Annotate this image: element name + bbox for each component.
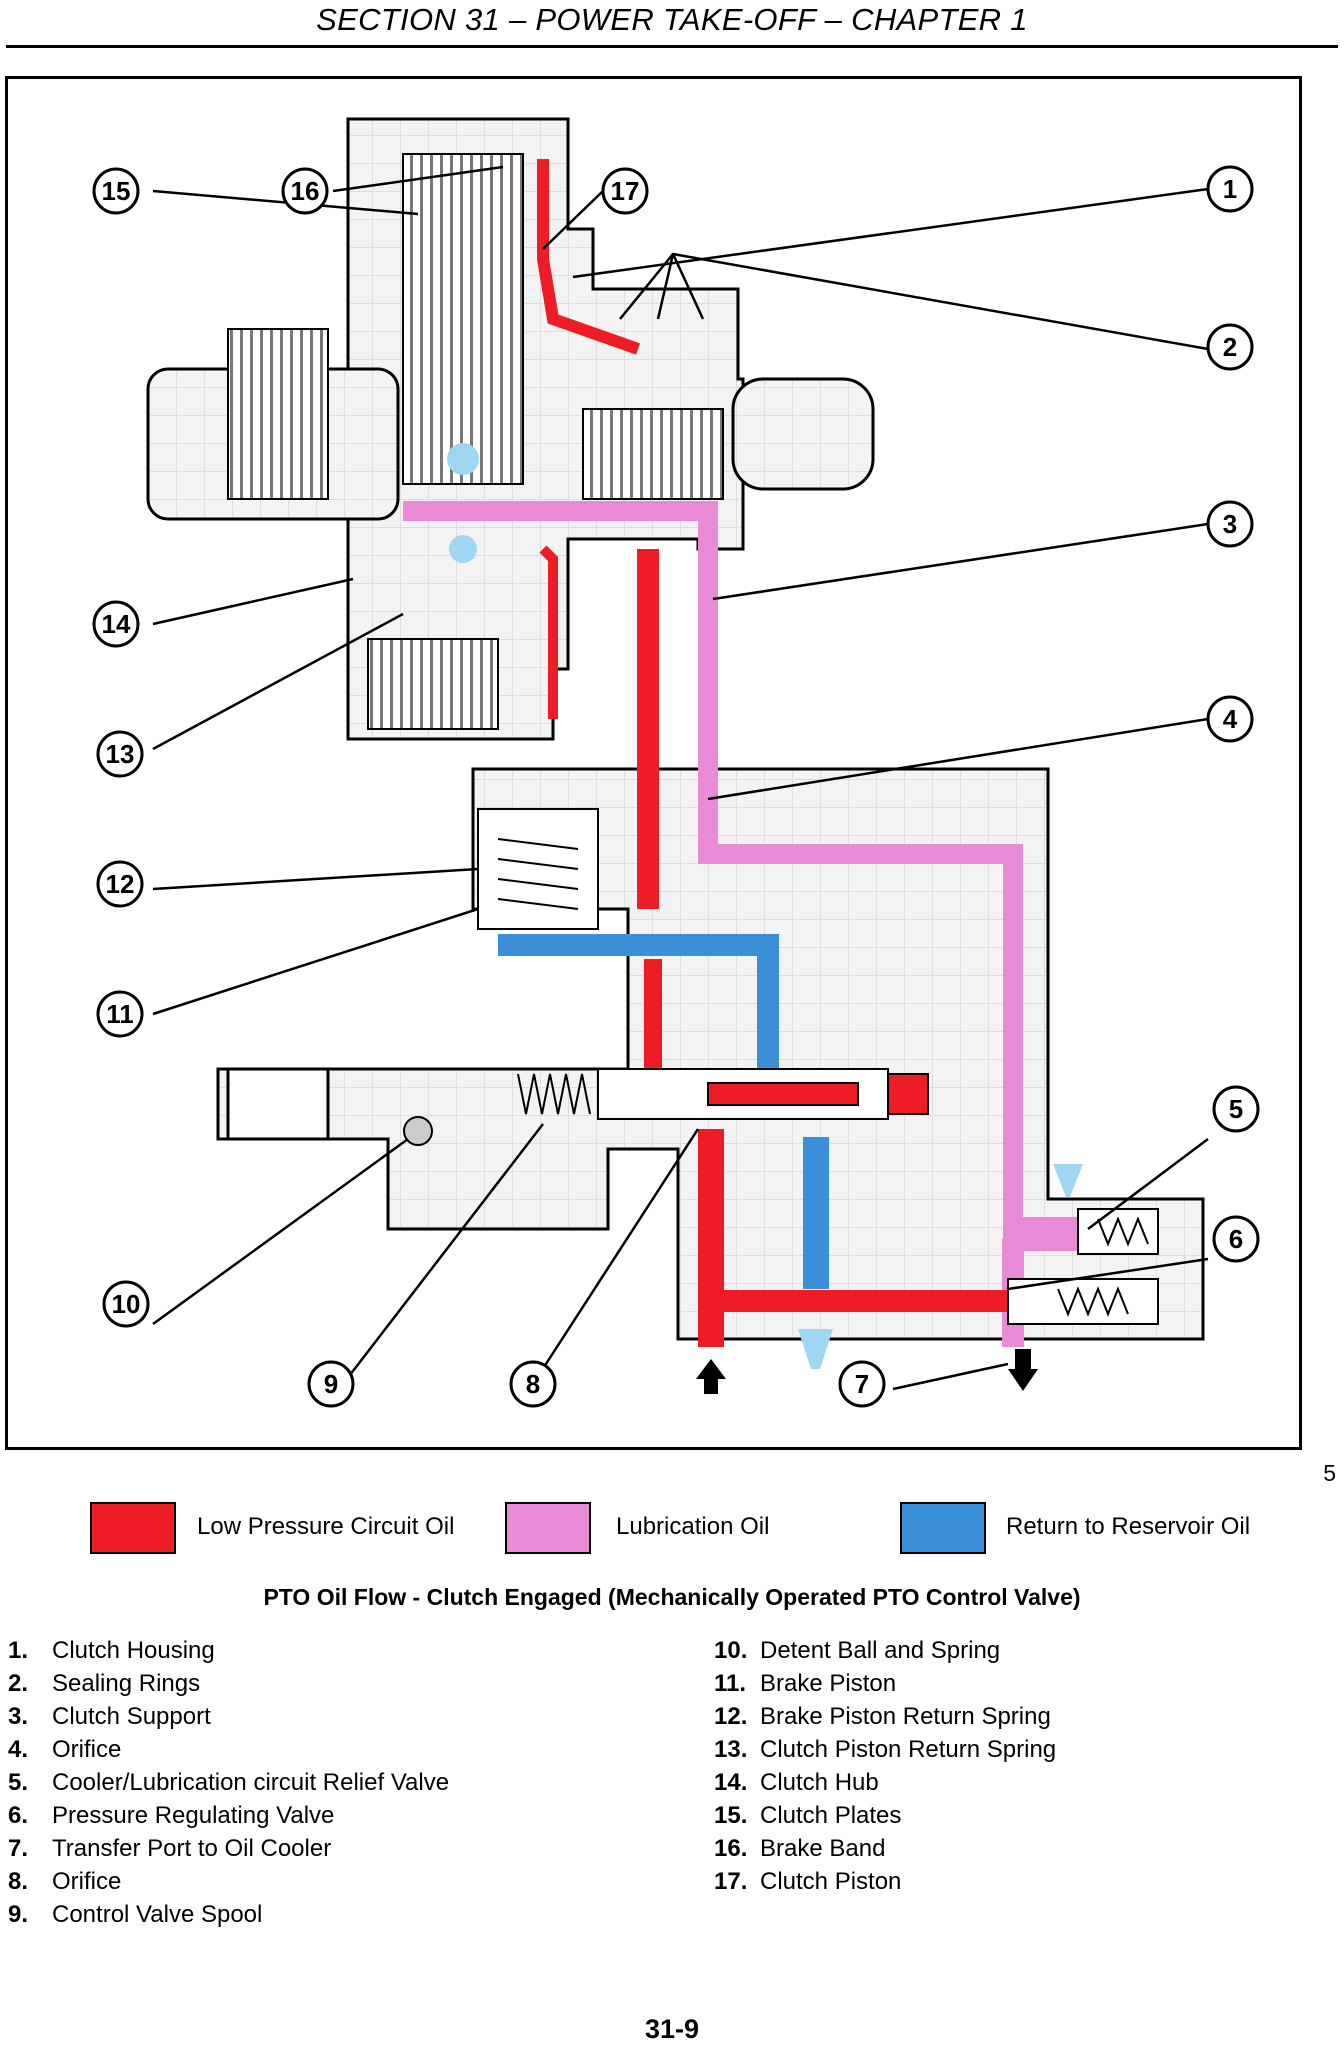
figure-number: 5 xyxy=(1323,1460,1336,1486)
list-item: 2.Sealing Rings xyxy=(8,1670,201,1697)
legend-label-low-pressure: Low Pressure Circuit Oil xyxy=(197,1513,455,1540)
pto-oil-flow-diagram: 1 2 3 4 5 6 7 8 9 10 11 12 13 14 15 16 1… xyxy=(5,76,1302,1450)
list-item: 11.Brake Piston xyxy=(714,1670,897,1697)
return-oil-flow xyxy=(498,934,829,1289)
legend-swatch-lubrication xyxy=(505,1502,591,1554)
callout-13: 13 xyxy=(106,739,135,769)
legend-swatch-return xyxy=(900,1502,986,1554)
callout-4: 4 xyxy=(1223,704,1238,734)
parts-list-right: 10.Detent Ball and Spring 11.Brake Pisto… xyxy=(714,1634,1056,1898)
list-item: 17.Clutch Piston xyxy=(714,1868,902,1895)
callout-15: 15 xyxy=(102,176,131,206)
oil-spray-icon xyxy=(447,443,1083,1369)
list-item: 16.Brake Band xyxy=(714,1835,886,1862)
clutch-plates xyxy=(402,153,524,485)
list-item: 6.Pressure Regulating Valve xyxy=(8,1802,335,1829)
callout-16: 16 xyxy=(291,176,320,206)
callout-9: 9 xyxy=(324,1369,338,1399)
list-item: 14.Clutch Hub xyxy=(714,1769,879,1796)
list-item: 3.Clutch Support xyxy=(8,1703,211,1730)
callout-17: 17 xyxy=(611,176,640,206)
callout-1: 1 xyxy=(1223,174,1237,204)
callout-14: 14 xyxy=(102,609,131,639)
flow-direction-arrow-icon xyxy=(696,1349,1038,1394)
legend-label-lubrication: Lubrication Oil xyxy=(616,1513,770,1540)
callout-6: 6 xyxy=(1229,1224,1243,1254)
section-header: SECTION 31 – POWER TAKE-OFF – CHAPTER 1 xyxy=(316,2,1028,37)
low-pressure-oil-flow xyxy=(537,159,1008,1347)
list-item: 1.Clutch Housing xyxy=(8,1637,215,1664)
list-item: 5.Cooler/Lubrication circuit Relief Valv… xyxy=(8,1769,450,1796)
callout-leader-lines xyxy=(152,165,1209,1391)
figure-caption: PTO Oil Flow - Clutch Engaged (Mechanica… xyxy=(263,1584,1081,1610)
shaft-splines xyxy=(582,408,724,500)
callout-10: 10 xyxy=(112,1289,141,1319)
list-item: 10.Detent Ball and Spring xyxy=(714,1637,1001,1664)
gear-teeth xyxy=(227,328,329,500)
callout-7: 7 xyxy=(855,1369,869,1399)
callout-circles xyxy=(92,165,1260,1408)
list-item: 9.Control Valve Spool xyxy=(8,1901,263,1928)
callout-numbers: 1 2 3 4 5 6 7 8 9 10 11 12 13 14 15 16 1… xyxy=(102,174,1244,1399)
list-item: 8.Orifice xyxy=(8,1868,122,1895)
list-item: 12.Brake Piston Return Spring xyxy=(714,1703,1051,1730)
callout-5: 5 xyxy=(1229,1094,1243,1124)
lower-clutch-plates xyxy=(367,638,499,730)
callout-3: 3 xyxy=(1223,509,1237,539)
callout-2: 2 xyxy=(1223,332,1237,362)
list-item: 13.Clutch Piston Return Spring xyxy=(714,1736,1057,1763)
callout-12: 12 xyxy=(106,869,135,899)
callout-11: 11 xyxy=(106,999,134,1029)
list-item: 4.Orifice xyxy=(8,1736,122,1763)
page-number: 31-9 xyxy=(644,2014,700,2044)
callout-8: 8 xyxy=(526,1369,540,1399)
clutch-housing xyxy=(146,117,1205,1341)
diagram-svg: 1 2 3 4 5 6 7 8 9 10 11 12 13 14 15 16 1… xyxy=(92,117,1260,1408)
legend-swatch-low-pressure xyxy=(90,1502,176,1554)
list-item: 15.Clutch Plates xyxy=(714,1802,902,1829)
header-rule xyxy=(6,45,1338,48)
legend-label-return: Return to Reservoir Oil xyxy=(1006,1513,1251,1540)
parts-list-left: 1.Clutch Housing 2.Sealing Rings 3.Clutc… xyxy=(8,1634,449,1931)
list-item: 7.Transfer Port to Oil Cooler xyxy=(8,1835,332,1862)
